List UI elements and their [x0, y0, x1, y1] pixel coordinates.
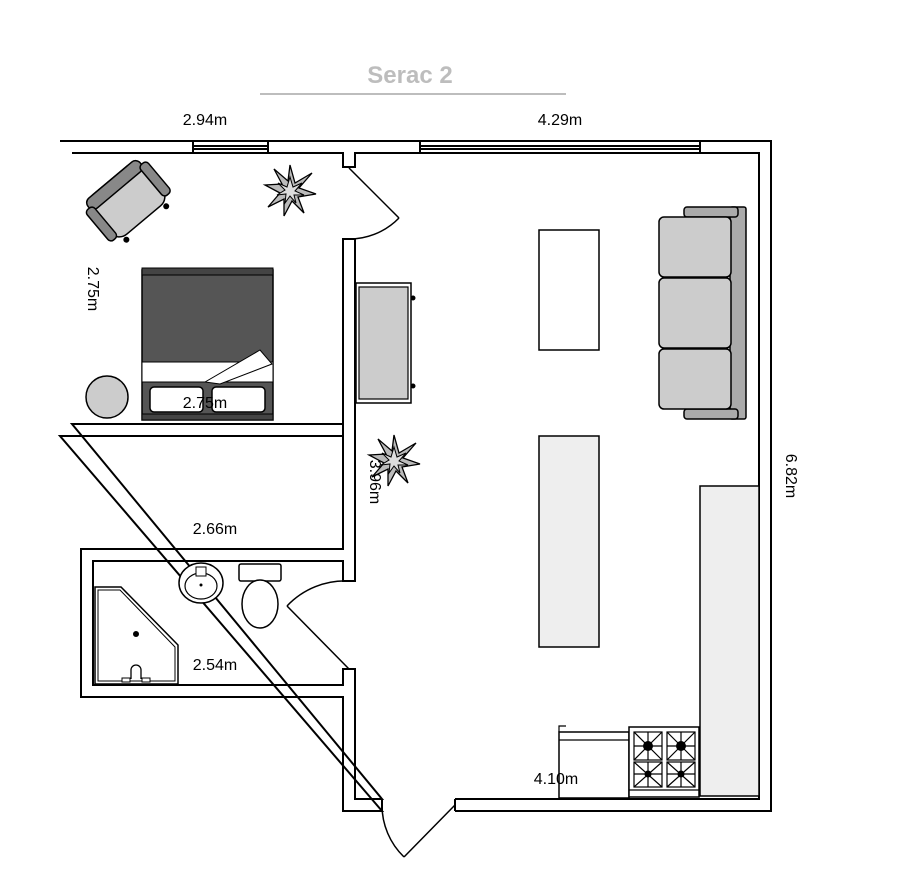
coffee-table-icon [538, 229, 600, 351]
dim-kitchen-width: 4.10m [534, 771, 578, 788]
dim-bedroom-depth: 2.75m [84, 267, 101, 311]
dim-living-width: 4.29m [538, 112, 582, 129]
kitchen-sink-icon [558, 725, 630, 799]
kitchen-counter-icon [699, 485, 760, 797]
bathroom-sink-icon [178, 562, 224, 604]
dim-bedroom-inner: 2.75m [183, 395, 227, 412]
bed-icon [141, 267, 274, 421]
window-bedroom [192, 140, 269, 154]
shower-icon [94, 586, 179, 685]
dim-bedroom-width: 2.94m [183, 112, 227, 129]
dim-bath-inner: 2.54m [193, 657, 237, 674]
dim-total-depth: 6.82m [782, 454, 799, 498]
door-bedroom [344, 167, 400, 240]
armchair-icon [85, 159, 171, 243]
bedroom-inner-wall [69, 152, 760, 800]
plant-icon [262, 164, 317, 217]
wardrobe-icon [355, 282, 416, 404]
stove-icon [628, 726, 700, 798]
plan-title: Serac 2 [367, 62, 452, 89]
plant-icon [366, 434, 421, 487]
round-table-icon [85, 375, 129, 419]
dim-bath-width: 2.66m [193, 521, 237, 538]
dining-table-icon [538, 435, 600, 648]
sofa-icon [658, 206, 747, 420]
outer-wall [57, 140, 772, 812]
door-entry [381, 804, 456, 858]
dim-hall: 3.96m [366, 460, 383, 504]
toilet-icon [238, 563, 282, 629]
door-bathroom [286, 580, 350, 670]
window-living [419, 140, 701, 154]
